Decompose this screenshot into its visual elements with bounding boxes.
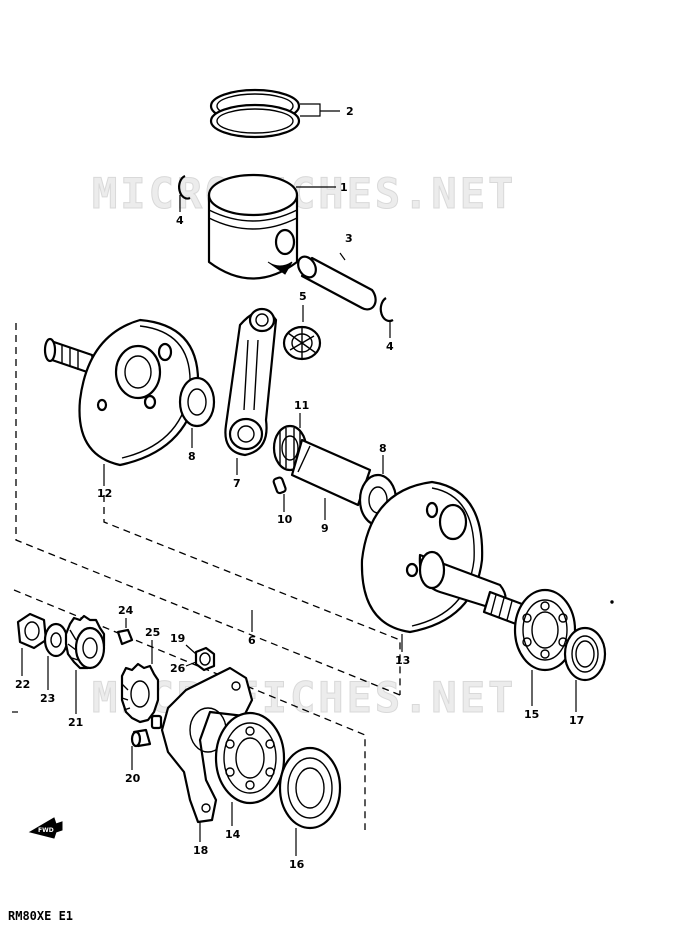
callout-1: 1 xyxy=(340,181,348,194)
washer-23[interactable] xyxy=(43,622,69,658)
callout-10: 10 xyxy=(277,513,293,526)
callout-17: 17 xyxy=(569,714,584,727)
callout-7: 7 xyxy=(233,477,241,490)
callout-15: 15 xyxy=(524,708,539,721)
callout-20: 20 xyxy=(125,772,141,785)
leader-lines xyxy=(21,103,577,856)
callout-6: 6 xyxy=(248,634,256,647)
callout-12: 12 xyxy=(97,487,112,500)
pin-20[interactable] xyxy=(130,728,152,748)
gear-25[interactable] xyxy=(120,662,160,724)
callout-2: 2 xyxy=(346,105,354,118)
callout-19: 19 xyxy=(170,632,185,645)
connecting-rod[interactable] xyxy=(224,307,278,457)
key-24[interactable] xyxy=(116,628,134,646)
oil-seal-right[interactable] xyxy=(563,626,607,682)
callout-26: 26 xyxy=(170,662,186,675)
callout-21: 21 xyxy=(68,716,83,729)
oil-seal-left[interactable] xyxy=(278,746,342,830)
retainer-plate[interactable] xyxy=(160,666,254,824)
callout-13: 13 xyxy=(395,654,410,667)
piston[interactable] xyxy=(207,173,299,280)
callout-16: 16 xyxy=(289,858,305,871)
forward-arrow-icon: FWD xyxy=(28,817,63,839)
callout-labels: 2 1 4 3 5 4 7 8 12 11 8 10 9 6 13 15 17 … xyxy=(15,105,584,871)
callout-3: 3 xyxy=(345,232,353,245)
callout-4-right: 4 xyxy=(386,340,394,353)
model-code: RM80XE E1 xyxy=(8,909,73,923)
callout-4-left: 4 xyxy=(176,214,184,227)
thrust-washer-left[interactable] xyxy=(178,376,216,428)
callout-25: 25 xyxy=(145,626,160,639)
nut[interactable] xyxy=(16,612,48,650)
callout-14: 14 xyxy=(225,828,241,841)
crank-web-right[interactable] xyxy=(360,480,524,634)
callout-24: 24 xyxy=(118,604,134,617)
callout-18: 18 xyxy=(193,844,208,857)
washer-26[interactable] xyxy=(150,714,163,730)
watermark-top: MICROFICHES.NET xyxy=(92,169,516,218)
piston-pin[interactable] xyxy=(295,253,377,311)
stray-mark xyxy=(610,600,614,604)
bearing-right[interactable] xyxy=(513,588,577,672)
callout-8-left: 8 xyxy=(188,450,196,463)
callout-8-right: 8 xyxy=(379,442,387,455)
piston-ring-set[interactable] xyxy=(209,88,301,139)
watermark-bottom: MICROFICHES.NET xyxy=(92,673,516,722)
forward-label: FWD xyxy=(38,827,54,834)
circlip-right[interactable] xyxy=(379,297,394,323)
callout-9: 9 xyxy=(321,522,329,535)
callout-23: 23 xyxy=(40,692,55,705)
callout-11: 11 xyxy=(294,399,309,412)
crank-key[interactable] xyxy=(272,476,287,495)
circlip-left[interactable] xyxy=(178,174,191,200)
crankshaft-assembly-bracket xyxy=(15,323,401,696)
crank-pin[interactable] xyxy=(290,438,372,507)
callout-22: 22 xyxy=(15,678,30,691)
callout-5: 5 xyxy=(299,290,307,303)
crank-web-left[interactable] xyxy=(43,318,200,467)
primary-gear[interactable] xyxy=(64,614,106,670)
bolt-19[interactable] xyxy=(194,646,216,672)
bearing-left[interactable] xyxy=(214,711,286,805)
small-end-bearing[interactable] xyxy=(282,325,322,361)
